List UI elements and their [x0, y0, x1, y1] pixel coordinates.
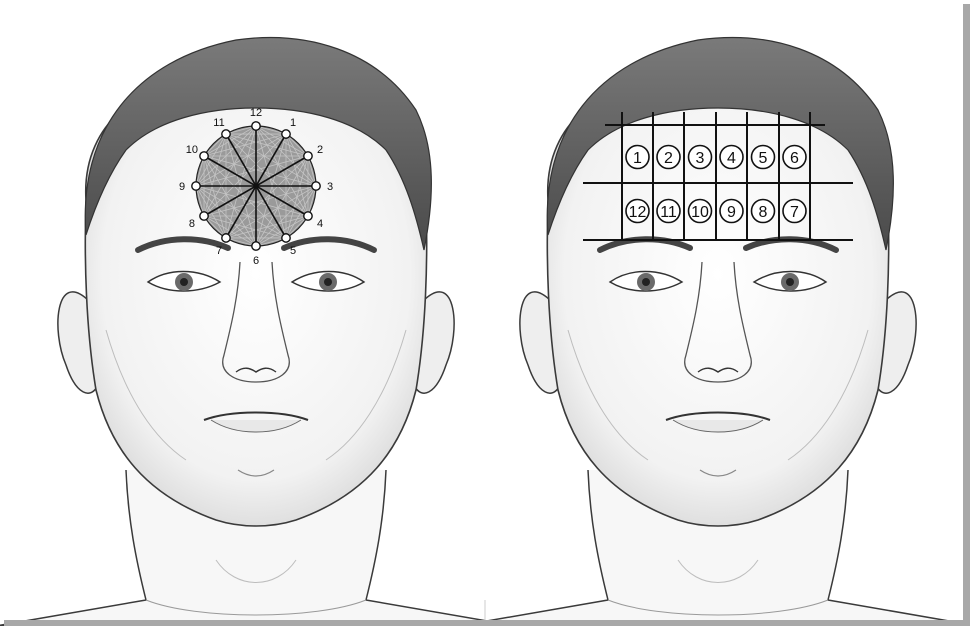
point-marker: [222, 130, 230, 138]
point-marker: [312, 182, 320, 190]
grid-cell-label: 3: [696, 150, 705, 167]
point-label: 2: [317, 144, 323, 156]
point-marker: [252, 242, 260, 250]
point-label: 4: [317, 218, 323, 230]
grid-cell-label: 6: [790, 150, 799, 167]
point-marker: [252, 122, 260, 130]
frame-shadow-bottom: [4, 620, 970, 626]
grid-cell-label: 8: [759, 204, 768, 221]
point-label: 1: [290, 117, 296, 129]
point-label: 9: [179, 181, 185, 193]
grid-cell-label: 2: [664, 150, 673, 167]
point-label: 12: [250, 107, 262, 119]
point-marker: [304, 152, 312, 160]
grid-cell-label: 1: [633, 150, 642, 167]
point-label: 7: [216, 245, 222, 257]
point-label: 10: [186, 144, 198, 156]
grid-cell-label: 9: [727, 204, 736, 221]
grid-cell-label: 7: [790, 204, 799, 221]
point-marker: [200, 212, 208, 220]
grid-cell-label: 5: [759, 150, 768, 167]
point-label: 6: [253, 255, 259, 267]
point-marker: [192, 182, 200, 190]
frame-shadow-right: [963, 4, 970, 626]
point-marker: [304, 212, 312, 220]
grid-cell-label: 12: [629, 204, 647, 221]
point-marker: [282, 234, 290, 242]
point-marker: [200, 152, 208, 160]
grid-cell-label: 4: [727, 150, 736, 167]
point-marker: [282, 130, 290, 138]
point-label: 11: [213, 117, 224, 129]
point-label: 8: [189, 218, 195, 230]
point-label: 5: [290, 245, 296, 257]
point-marker: [222, 234, 230, 242]
grid-cell-label: 10: [691, 204, 709, 221]
point-label: 3: [327, 181, 333, 193]
grid-cell-label: 11: [660, 204, 677, 221]
